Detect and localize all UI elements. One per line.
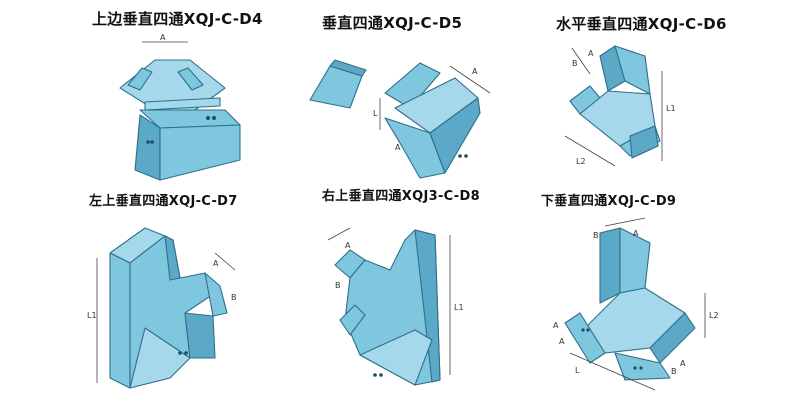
dim-label-a2: A [395,143,401,152]
caption-d9: 下垂直四通XQJ-C-D9 [541,194,677,209]
fitting-diagram-d5: L A A [309,59,491,179]
dim-label-a: A [588,49,594,58]
fitting-diagram-d4: A [119,33,241,181]
dim-label-b: B [593,231,599,240]
dim-label-b: B [572,59,578,68]
dim-label-l1: L1 [87,311,97,320]
dim-label-a: A [213,259,219,268]
dim-label-l: L [373,109,378,118]
dim-label-a3: A [559,337,565,346]
caption-d8: 右上垂直四通XQJ3-C-D8 [322,189,480,204]
caption-d4: 上边垂直四通XQJ-C-D4 [92,10,263,28]
dim-label-l: L [575,366,580,375]
dim-label-l1: L1 [454,303,464,312]
dim-label-l1: L1 [666,104,676,113]
dim-label-l2: L2 [709,311,719,320]
dim-label-a: A [633,229,639,238]
fitting-diagram-d6: B A L1 L2 [564,45,676,167]
fitting-diagram-d7: A B L1 [87,227,237,389]
dim-label-a2: A [553,321,559,330]
dim-label-b: B [231,293,237,302]
caption-d7: 左上垂直四通XQJ-C-D7 [89,194,238,209]
dim-label-l2: L2 [576,157,586,166]
dim-label-a: A [345,241,351,250]
caption-d6: 水平垂直四通XQJ-C-D6 [556,15,727,33]
dim-label-a4: A [680,359,686,368]
fitting-diagram-d9: A B L2 A A A B L [553,217,719,391]
fitting-diagram-d8: L1 A B [327,227,464,386]
dim-label-a1: A [472,67,478,76]
dim-label-b: B [335,281,341,290]
caption-d5: 垂直四通XQJ-C-D5 [322,14,463,32]
dim-label-a: A [160,33,166,42]
dim-label-b2: B [671,367,677,376]
